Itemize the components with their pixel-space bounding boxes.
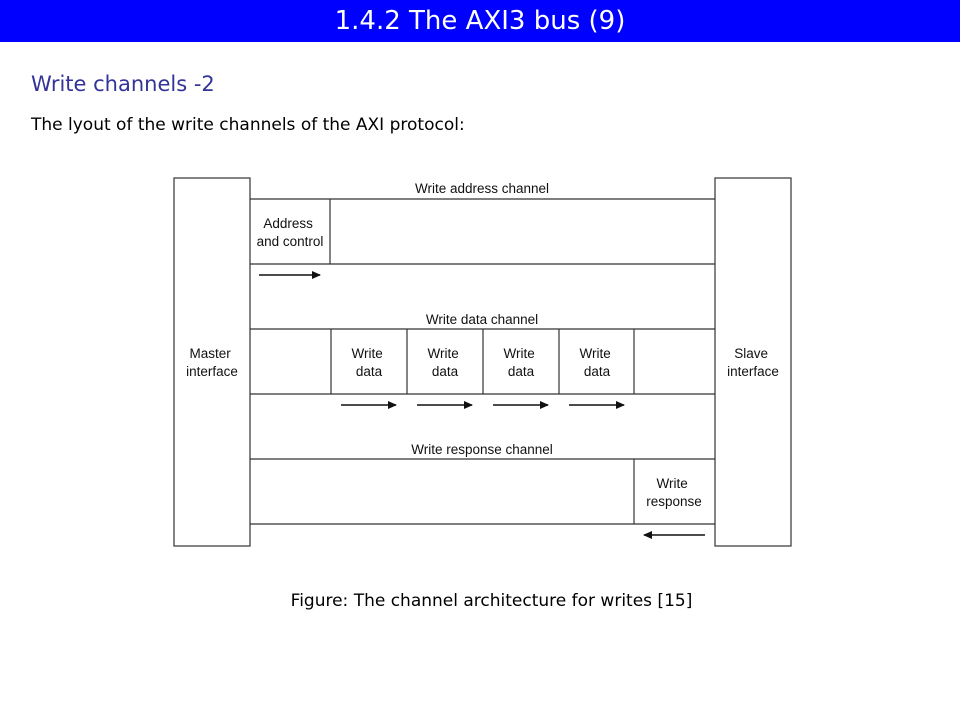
write-address-channel-label: Write address channel <box>415 181 549 196</box>
intro-text: The lyout of the write channels of the A… <box>31 115 465 135</box>
slide-subtitle: Write channels -2 <box>31 72 215 96</box>
write-data-channel-label: Write data channel <box>426 312 538 327</box>
write-response-channel-label: Write response channel <box>411 442 553 457</box>
title-bar: 1.4.2 The AXI3 bus (9) <box>0 0 960 42</box>
write-data-box-2: Write data <box>427 346 462 379</box>
slave-interface-box <box>714 177 792 547</box>
address-control-box-label: Address and control <box>257 216 324 249</box>
write-data-box-1: Write data <box>351 346 386 379</box>
master-interface-box <box>173 177 251 547</box>
write-response-box-label: Write response <box>646 476 702 509</box>
figure-caption: Figure: The channel architecture for wri… <box>290 591 693 611</box>
write-data-box-4: Write data <box>579 346 614 379</box>
slide-title: 1.4.2 The AXI3 bus (9) <box>334 6 626 36</box>
write-data-box-3: Write data <box>503 346 538 379</box>
master-interface-label: Master interface <box>186 346 238 379</box>
slave-interface-label: Slave interface <box>727 346 779 379</box>
